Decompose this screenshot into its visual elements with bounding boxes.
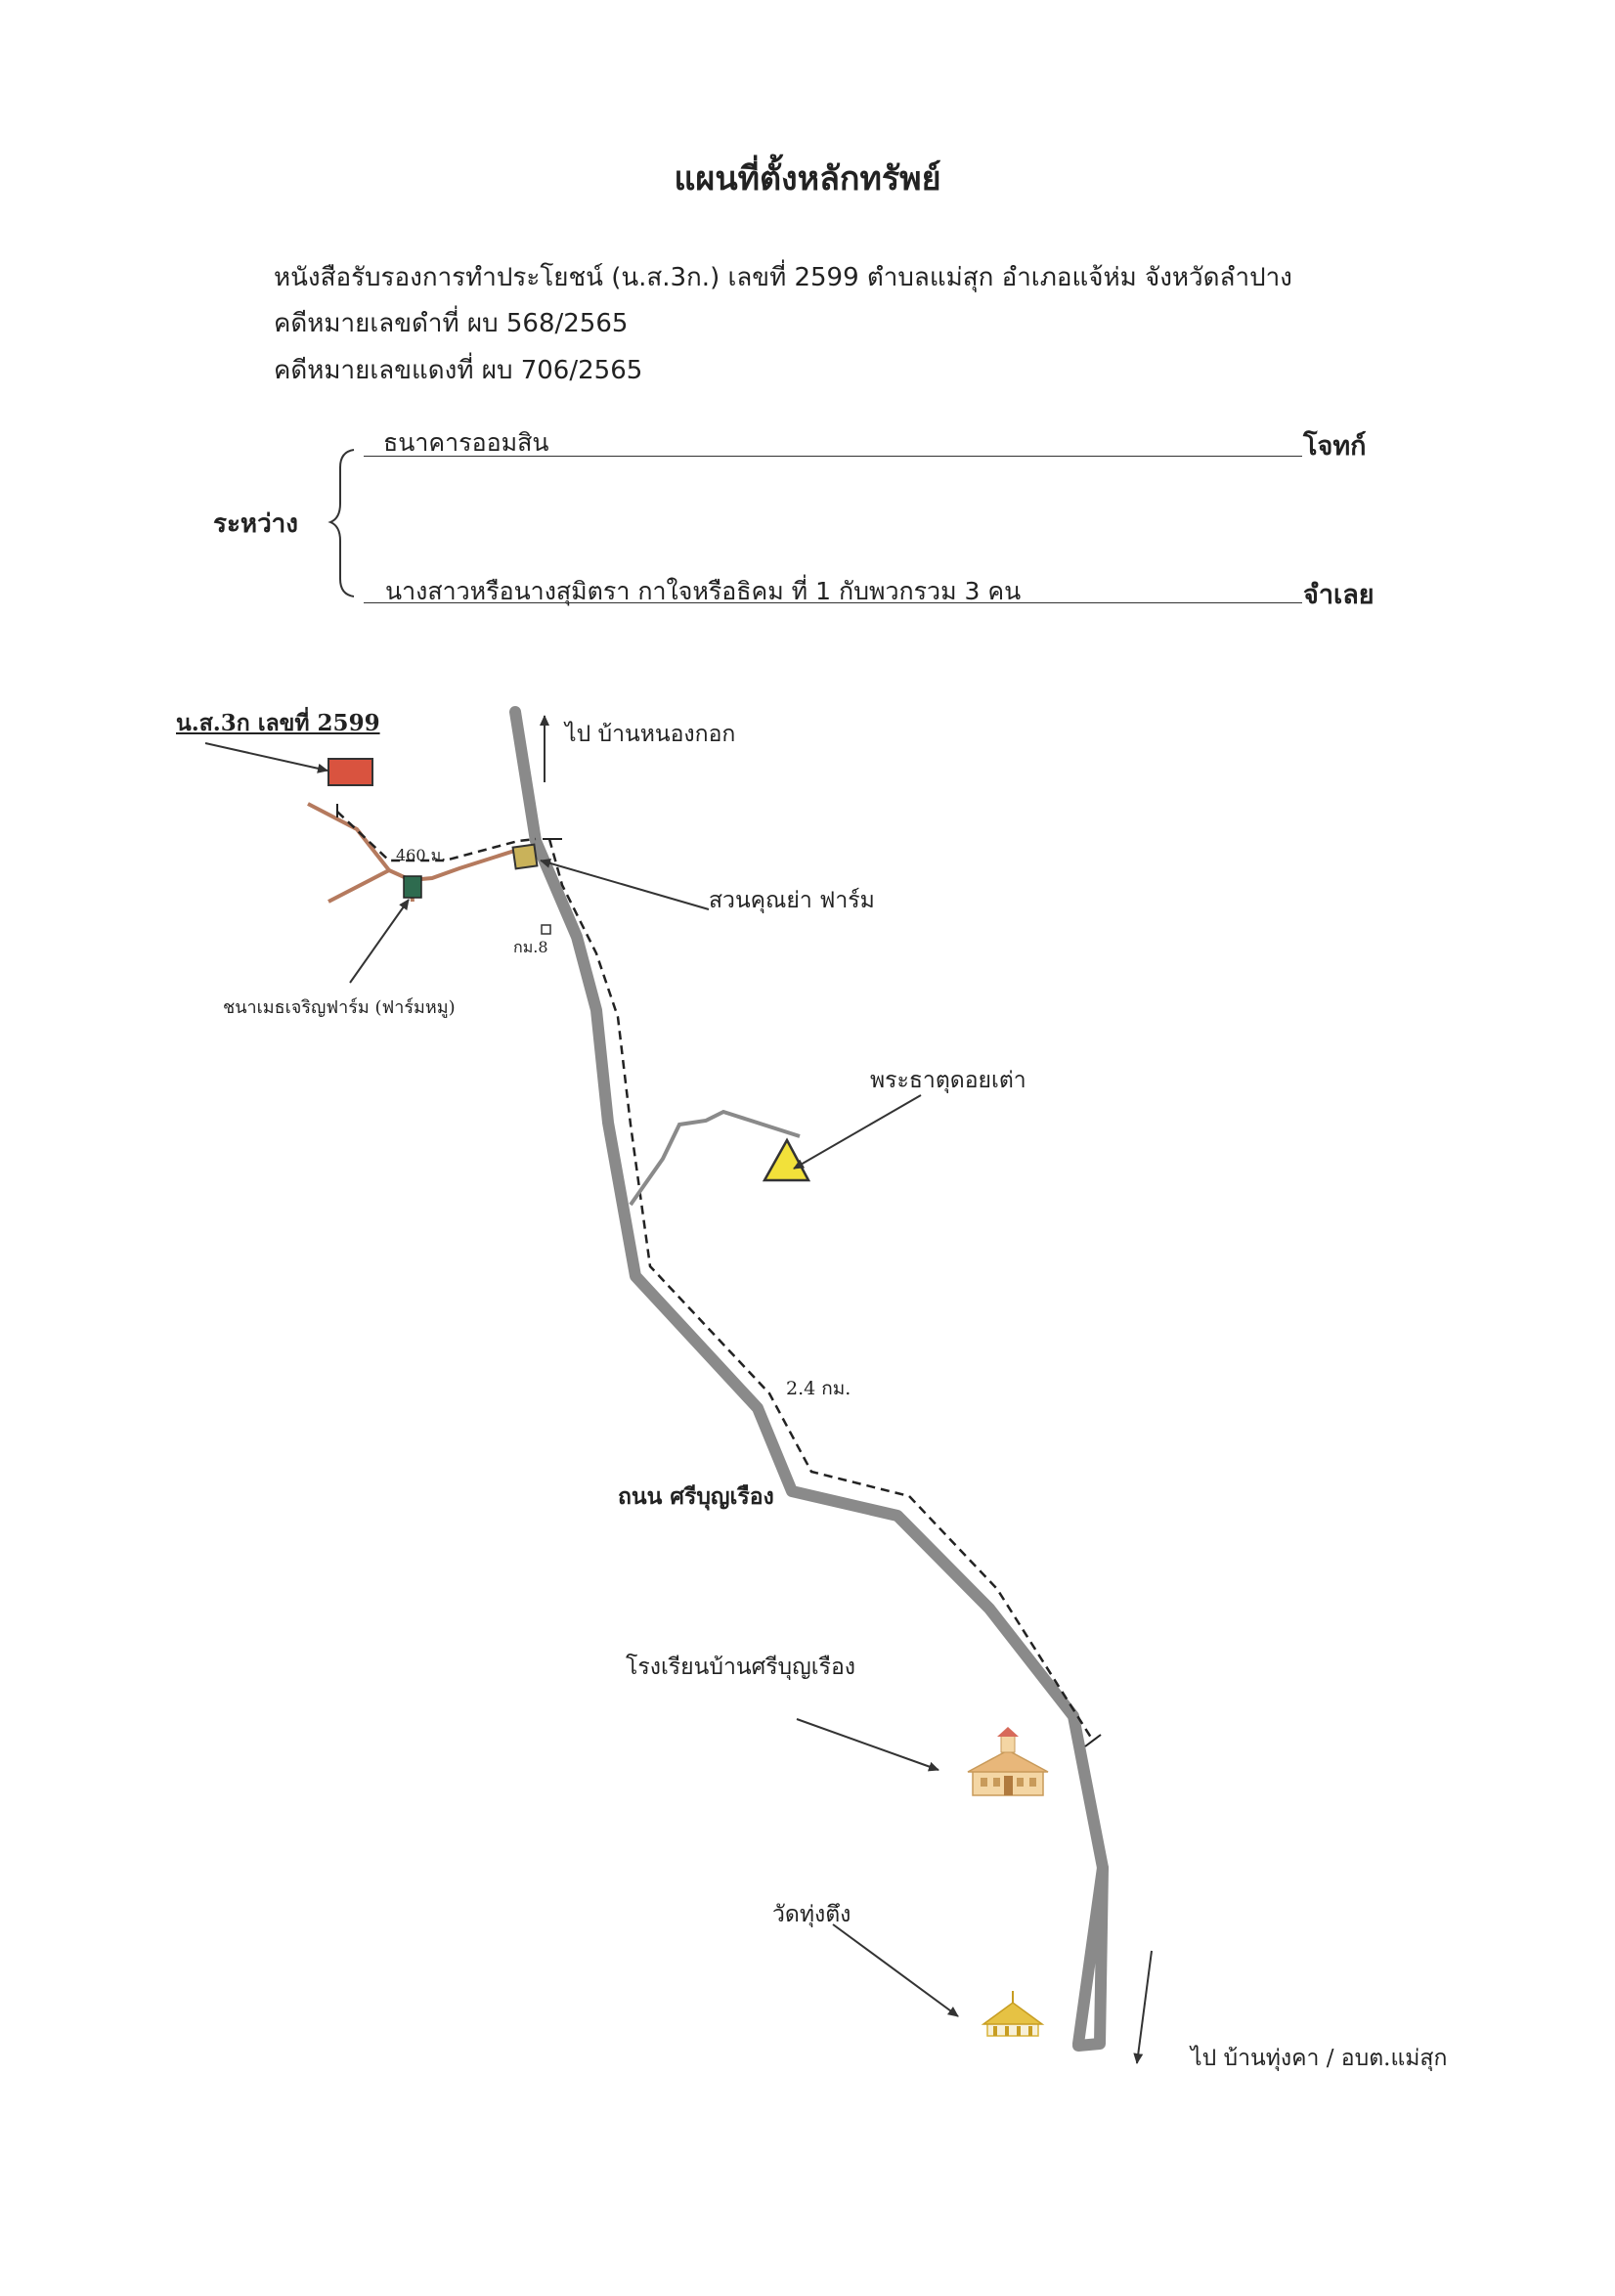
plaintiff-role: โจทก์: [1303, 431, 1367, 462]
defendant-name: นางสาวหรือนางสุมิตรา กาใจหรือธิคม ที่ 1 …: [385, 577, 1022, 605]
garden-marker: [511, 843, 539, 870]
km-marker-label: กม.8: [513, 938, 548, 956]
parcel-marker: [327, 758, 373, 786]
defendant-underline: [364, 602, 1302, 603]
farm-marker: [403, 875, 422, 899]
school-icon: [967, 1727, 1049, 1796]
between-label: ระหว่าง: [213, 509, 298, 539]
plaintiff-underline: [364, 456, 1302, 457]
pig-farm-label: ชนาเมธเจริญฟาร์ม (ฟาร์มหมู): [223, 997, 456, 1018]
between-brace: [327, 449, 355, 597]
branch-road-west: [307, 802, 393, 904]
road-name-label: ถนน ศรีบุญเรือง: [618, 1483, 774, 1510]
garden-label: สวนคุณย่า ฟาร์ม: [709, 888, 875, 913]
main-road: [509, 706, 1109, 2052]
temple-label: วัดทุ่งตึง: [772, 1902, 851, 1927]
km-marker-icon: [541, 924, 551, 935]
document-title: แผนที่ตั้งหลักทรัพย์: [674, 159, 941, 199]
route-main-dashed: [547, 838, 1095, 1742]
black-case-number: คดีหมายเลขดำที่ ผบ 568/2565: [274, 309, 629, 338]
south-arrow: [1133, 1950, 1153, 2064]
main-distance-label: 2.4 กม.: [786, 1378, 851, 1399]
route-branch-dashed: [336, 811, 537, 862]
red-case-number: คดีหมายเลขแดงที่ ผบ 706/2565: [274, 356, 643, 385]
north-direction-label: ไป บ้านหนองกอก: [565, 722, 736, 747]
certificate-line: หนังสือรับรองการทำประโยชน์ (น.ส.3ก.) เลข…: [274, 263, 1292, 292]
parcel-label: น.ส.3ก เลขที่ 2599: [176, 710, 380, 736]
plaintiff-name: ธนาคารออมสิน: [383, 428, 549, 457]
temple-icon: [981, 1991, 1045, 2037]
south-direction-label: ไป บ้านทุ่งคา / อบต.แม่สุก: [1191, 2046, 1448, 2071]
branch-distance-label: 460 ม.: [396, 846, 447, 864]
stupa-label: พระธาตุดอยเต่า: [870, 1068, 1026, 1093]
stupa-icon: [762, 1137, 811, 1182]
defendant-role: จำเลย: [1303, 580, 1375, 610]
school-label: โรงเรียนบ้านศรีบุญเรือง: [626, 1655, 855, 1680]
stupa-road: [629, 1109, 801, 1207]
